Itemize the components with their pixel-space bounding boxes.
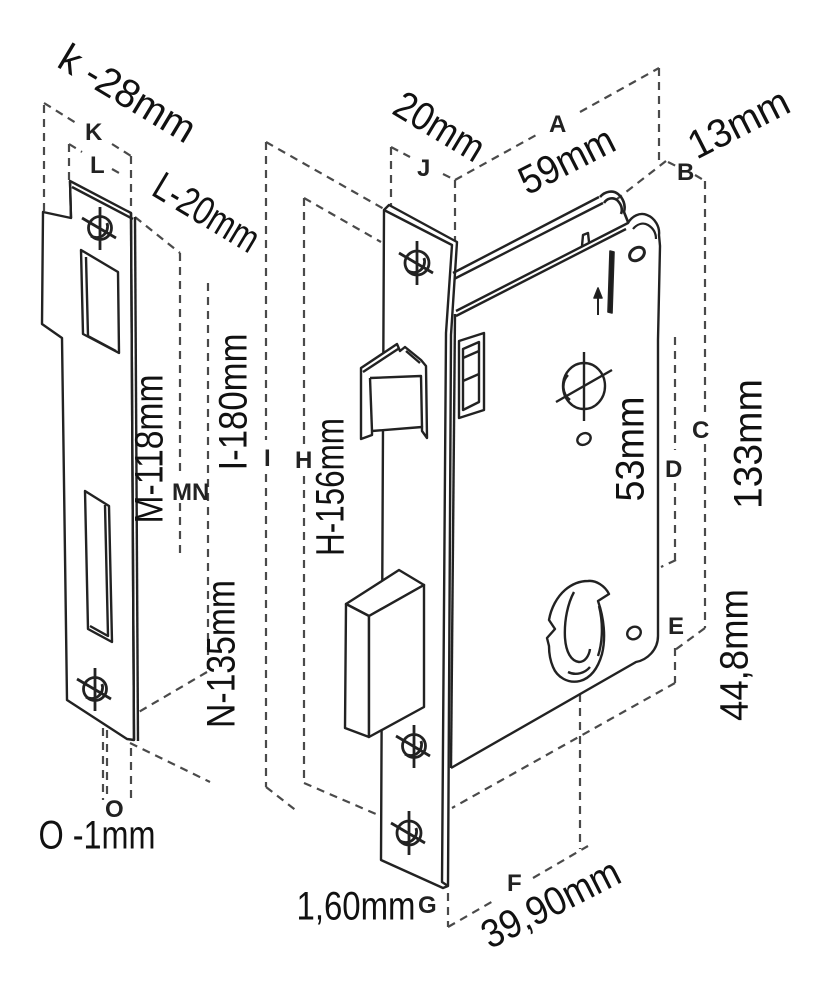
svg-text:M-118mm: M-118mm (128, 375, 172, 524)
svg-text:44,8mm: 44,8mm (713, 589, 757, 721)
svg-text:39,90mm: 39,90mm (474, 850, 628, 957)
svg-text:MN: MN (172, 479, 209, 506)
svg-text:k -28mm: k -28mm (51, 36, 204, 152)
svg-text:O -1mm: O -1mm (39, 814, 156, 858)
svg-text:O: O (105, 796, 124, 823)
svg-text:F: F (507, 870, 522, 897)
svg-text:133mm: 133mm (727, 379, 771, 509)
svg-text:K: K (85, 119, 103, 146)
svg-text:I: I (264, 445, 271, 472)
svg-text:G: G (418, 892, 437, 919)
svg-text:20mm: 20mm (386, 83, 493, 171)
svg-text:L-20mm: L-20mm (145, 164, 267, 261)
svg-text:I-180mm: I-180mm (212, 334, 256, 471)
svg-text:13mm: 13mm (681, 80, 797, 168)
svg-text:59mm: 59mm (511, 118, 622, 204)
svg-text:B: B (677, 159, 694, 186)
svg-text:53mm: 53mm (609, 397, 653, 502)
svg-text:J: J (417, 155, 430, 182)
svg-text:1,60mm: 1,60mm (297, 885, 416, 929)
svg-text:H-156mm: H-156mm (309, 418, 353, 556)
svg-text:A: A (549, 111, 566, 138)
svg-text:E: E (668, 613, 684, 640)
svg-text:L: L (90, 152, 105, 179)
svg-text:D: D (665, 456, 682, 483)
svg-text:C: C (692, 417, 709, 444)
svg-text:N-135mm: N-135mm (200, 580, 244, 728)
svg-text:H: H (295, 447, 312, 474)
